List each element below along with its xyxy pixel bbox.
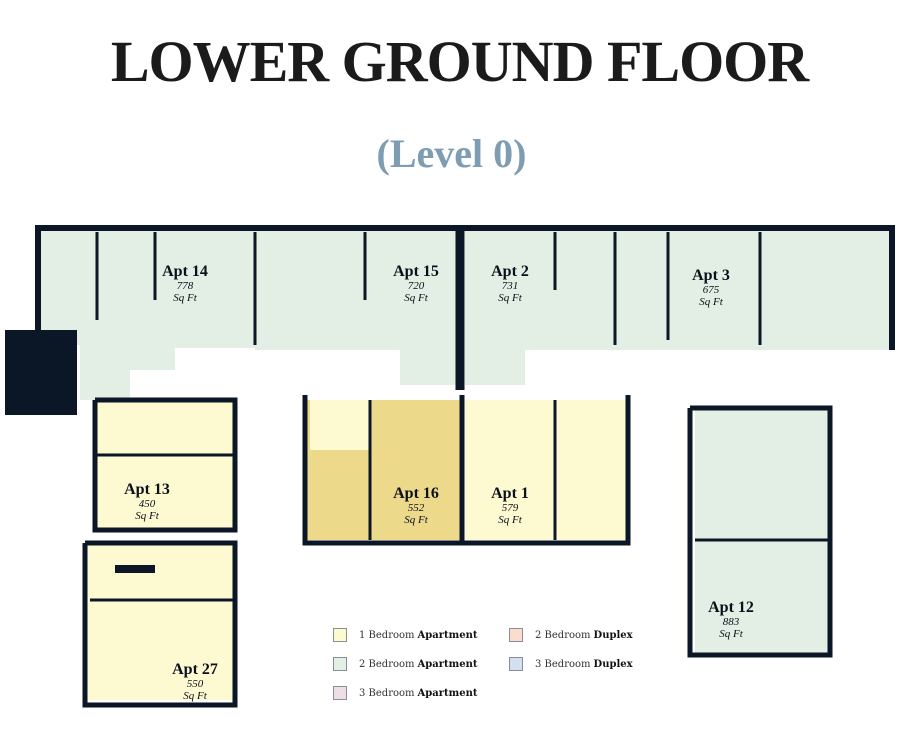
legend-label: 2 Bedroom: [535, 629, 591, 641]
apt-unit: Sq Ft: [404, 514, 428, 526]
legend-label: 2 Bedroom: [359, 658, 415, 670]
apt-16-area: [305, 400, 460, 540]
legend-kind: Duplex: [593, 658, 633, 670]
apt-unit: Sq Ft: [498, 292, 522, 304]
apt-1-label[interactable]: Apt 1 579 Sq Ft: [491, 486, 529, 526]
apt-area: 778: [176, 280, 194, 292]
legend-kind: Apartment: [417, 629, 478, 641]
legend-swatch: [333, 657, 347, 671]
dark-block: [5, 330, 77, 415]
legend-kind: Duplex: [593, 629, 633, 641]
apt-27-label[interactable]: Apt 27 550 Sq Ft: [172, 662, 218, 702]
apt-12-area: [695, 410, 830, 655]
legend-label: 3 Bedroom: [535, 658, 591, 670]
apt-unit: Sq Ft: [498, 514, 522, 526]
apt-name: Apt 1: [491, 485, 529, 502]
apt-unit: Sq Ft: [183, 690, 207, 702]
apt-area: 883: [722, 616, 740, 628]
apt-2-area: [465, 230, 615, 385]
apt-area: 552: [407, 502, 425, 514]
page-title: LOWER GROUND FLOOR: [110, 29, 809, 94]
apt-3-label[interactable]: Apt 3 675 Sq Ft: [692, 268, 730, 308]
apt-name: Apt 27: [172, 661, 218, 678]
apt-area: 720: [407, 280, 425, 292]
apt-13-label[interactable]: Apt 13 450 Sq Ft: [124, 482, 170, 522]
apt-unit: Sq Ft: [719, 628, 743, 640]
apt-name: Apt 12: [708, 599, 754, 616]
apt-16-label[interactable]: Apt 16 552 Sq Ft: [393, 486, 439, 526]
walls: [35, 225, 895, 708]
apt-unit: Sq Ft: [135, 510, 159, 522]
apt-name: Apt 2: [491, 263, 529, 280]
apt-15-area: [255, 230, 460, 385]
apt-15-label[interactable]: Apt 15 720 Sq Ft: [393, 264, 439, 304]
apt-13-area: [95, 400, 235, 530]
apt-27-area: [85, 543, 235, 700]
apt-3-area: [615, 230, 760, 350]
apt-area: 579: [501, 502, 519, 514]
apt-14-area: [38, 230, 255, 400]
apt-right-area: [760, 230, 892, 350]
legend-label: 3 Bedroom: [359, 687, 415, 699]
legend-swatch: [333, 628, 347, 642]
apt-unit: Sq Ft: [699, 296, 723, 308]
apt-unit: Sq Ft: [173, 292, 197, 304]
apt-name: Apt 13: [124, 481, 170, 498]
legend-swatch: [509, 657, 523, 671]
apt-2-label[interactable]: Apt 2 731 Sq Ft: [491, 264, 529, 304]
apt-name: Apt 15: [393, 263, 439, 280]
legend-swatch: [333, 686, 347, 700]
apt-area: 675: [702, 284, 720, 296]
legend-kind: Apartment: [417, 687, 478, 699]
apt-name: Apt 3: [692, 267, 730, 284]
legend-kind: Apartment: [417, 658, 478, 670]
legend-swatch: [509, 628, 523, 642]
apt-12-label[interactable]: Apt 12 883 Sq Ft: [708, 600, 754, 640]
apt-14-label[interactable]: Apt 14 778 Sq Ft: [162, 264, 208, 304]
apt-name: Apt 16: [393, 485, 439, 502]
apt-unit: Sq Ft: [404, 292, 428, 304]
apt-area: 731: [501, 280, 519, 292]
apt-name: Apt 14: [162, 263, 208, 280]
legend-label: 1 Bedroom: [359, 629, 415, 641]
apt-area: 550: [186, 678, 204, 690]
level-subtitle: (Level 0): [376, 131, 527, 176]
apt-1-area: [465, 400, 628, 540]
apt-area: 450: [138, 498, 156, 510]
